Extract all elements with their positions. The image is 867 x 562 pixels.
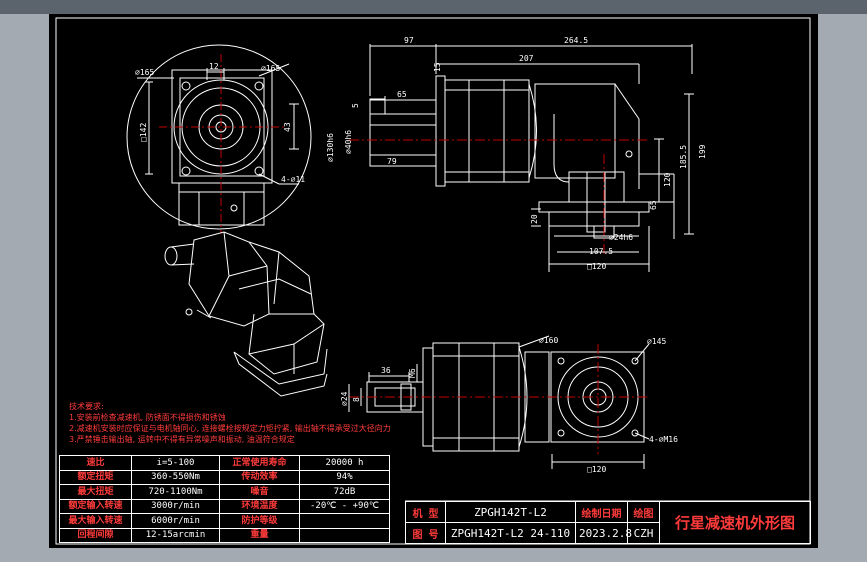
bottom-dim-m6: M6 [408, 368, 417, 378]
front-dim-d165-left: ⌀165 [135, 68, 154, 77]
bottom-dim-8: 8 [352, 397, 361, 402]
front-view [126, 44, 312, 234]
spec-value: 12-15arcmin [131, 527, 220, 543]
spec-value: i=5-100 [131, 455, 220, 471]
spec-value: 6000r/min [131, 513, 220, 529]
spec-value: 3000r/min [131, 498, 220, 514]
side-dim-264: 264.5 [564, 36, 588, 45]
side-dim-120: 120 [663, 172, 672, 187]
spec-value [299, 513, 390, 529]
bottom-dim-holes: 4-⌀M16 [649, 435, 678, 444]
table-row: 图 号 ZPGH142T-L2 24-110 2023.2.8 CZH [405, 522, 811, 544]
spec-label: 最大扭矩 [59, 484, 132, 500]
spec-value: 360-550Nm [131, 469, 220, 485]
spec-label: 回程间隙 [59, 527, 132, 543]
spec-value: 720-1100Nm [131, 484, 220, 500]
drawing-number-value: ZPGH142T-L2 24-110 [445, 522, 576, 544]
table-row: 机 型 ZPGH142T-L2 绘制日期 绘图 行星减速机外形图 [405, 501, 811, 544]
isometric-view [164, 231, 328, 397]
side-dim-79: 79 [387, 157, 397, 166]
side-dim-d40: ⌀40h6 [344, 130, 353, 154]
spec-label: 噪音 [219, 484, 300, 500]
side-dim-d24: ⌀24h6 [609, 233, 633, 242]
side-dim-d130: ⌀130h6 [326, 133, 335, 162]
side-dim-65b: 65 [649, 200, 658, 210]
notes-line: 1.安装前检查减速机, 防锈面不得损伤和锈蚀 [69, 413, 226, 422]
bottom-dim-d160: ⌀160 [539, 336, 558, 345]
drawing-border [55, 17, 811, 545]
table-row: 最大输入转速 6000r/min 防护等级 [59, 513, 390, 529]
table-row: 额定输入转速 3000r/min 环境温度 -20℃ - +90℃ [59, 498, 390, 514]
bottom-dim-d145: ⌀145 [647, 337, 666, 346]
side-dim-sq120: □120 [587, 262, 606, 271]
technical-notes: 技术要求: 1.安装前检查减速机, 防锈面不得损伤和锈蚀 2.减速机安装时应保证… [69, 401, 391, 445]
title-block: 机 型 ZPGH142T-L2 绘制日期 绘图 行星减速机外形图 图 号 ZPG… [405, 501, 811, 544]
top-toolbar-strip [0, 0, 867, 14]
date-value: 2023.2.8 [575, 522, 632, 544]
table-row: 回程间隙 12-15arcmin 重量 [59, 527, 390, 543]
spec-label: 速比 [59, 455, 132, 471]
bottom-dim-d24: ⌀24 [340, 391, 349, 406]
cad-drawing: ⌀165 12 ⌀165 □142 43 4-⌀11 [55, 17, 811, 545]
spec-label: 重量 [219, 527, 300, 543]
table-row: 最大扭矩 720-1100Nm 噪音 72dB [59, 484, 390, 500]
side-dim-20: 20 [530, 214, 539, 224]
spec-label: 额定输入转速 [59, 498, 132, 514]
notes-line: 技术要求: [69, 402, 104, 411]
side-dim-97: 97 [404, 36, 414, 45]
side-dim-207: 207 [519, 54, 534, 63]
table-row: 速比 i=5-100 正常使用寿命 20000 h [59, 455, 390, 471]
side-dim-107: 107.5 [589, 247, 613, 256]
bottom-dim-36: 36 [381, 366, 391, 375]
front-dim-sq142: □142 [139, 123, 148, 142]
bottom-view [348, 335, 650, 469]
front-dim-d165-right: ⌀165 [261, 64, 280, 73]
spec-value [299, 527, 390, 543]
side-dim-15: 15 [433, 62, 442, 72]
side-view [349, 44, 694, 272]
notes-line: 2.减速机安装时应保证与电机轴同心, 连接螺栓按规定力矩拧紧, 输出轴不得承受过… [69, 424, 391, 433]
drawing-title: 行星减速机外形图 [659, 501, 811, 544]
spec-value: 94% [299, 469, 390, 485]
drawing-number-label: 图 号 [405, 522, 446, 544]
notes-line: 3.严禁锤击输出轴, 运转中不得有异常噪声和振动, 油温符合规定 [69, 435, 295, 444]
side-dim-65: 65 [397, 90, 407, 99]
front-dim-12: 12 [209, 62, 219, 71]
spec-label: 传动效率 [219, 469, 300, 485]
spec-label: 最大输入转速 [59, 513, 132, 529]
bottom-dim-sq120: □120 [587, 465, 606, 474]
model-label: 机 型 [405, 501, 446, 523]
spec-label: 防护等级 [219, 513, 300, 529]
side-dim-199: 199 [698, 144, 707, 159]
spec-table: 速比 i=5-100 正常使用寿命 20000 h 额定扭矩 360-550Nm… [59, 455, 390, 543]
drawing-viewport[interactable]: ⌀165 12 ⌀165 □142 43 4-⌀11 [49, 14, 818, 548]
spec-label: 正常使用寿命 [219, 455, 300, 471]
spec-label: 环境温度 [219, 498, 300, 514]
spec-value: -20℃ - +90℃ [299, 498, 390, 514]
drawer-label: 绘图 [627, 501, 660, 523]
side-dim-5: 5 [351, 103, 360, 108]
table-row: 额定扭矩 360-550Nm 传动效率 94% [59, 469, 390, 485]
drawer-value: CZH [627, 522, 660, 544]
front-dim-43: 43 [283, 122, 292, 132]
spec-value: 20000 h [299, 455, 390, 471]
side-dim-185: 185.5 [679, 145, 688, 169]
model-value: ZPGH142T-L2 [445, 501, 576, 523]
spec-label: 额定扭矩 [59, 469, 132, 485]
date-label: 绘制日期 [575, 501, 628, 523]
front-dim-holes: 4-⌀11 [281, 175, 305, 184]
spec-value: 72dB [299, 484, 390, 500]
